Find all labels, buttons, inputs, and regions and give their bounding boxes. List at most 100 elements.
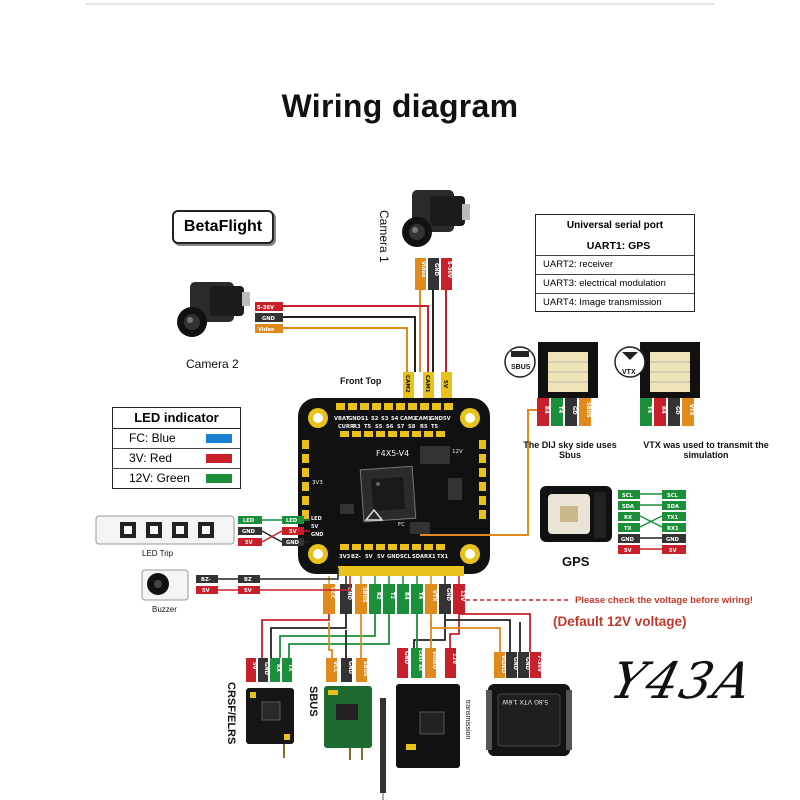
buzzer-pins: BZ- 5V BZ 5V <box>196 575 260 594</box>
svg-text:RX: RX <box>275 664 281 672</box>
svg-text:S5: S5 <box>375 424 383 430</box>
svg-text:RX: RX <box>624 515 632 521</box>
green-swatch <box>206 474 232 483</box>
camera-1-label: Camera 1 <box>377 210 391 263</box>
transmission-module <box>380 684 460 800</box>
vtx-caption: VTX was used to transmit the simulation <box>643 440 769 460</box>
svg-text:GND: GND <box>387 554 401 560</box>
svg-text:CAM2: CAM2 <box>400 416 417 422</box>
gps-pins: SCL SDA RX TX GND 5V SCL SDA TX1 RX1 GND… <box>618 490 686 554</box>
svg-text:R5: R5 <box>420 424 428 430</box>
svg-text:CAM2: CAM2 <box>404 375 410 393</box>
transmission-name: transmission <box>464 700 471 739</box>
gps-module-name: GPS <box>562 554 590 569</box>
svg-text:SBUS: SBUS <box>361 587 367 603</box>
svg-text:5V: 5V <box>311 524 318 530</box>
svg-text:GND: GND <box>346 587 352 601</box>
default-voltage: (Default 12V voltage) <box>553 614 687 629</box>
sbus-module <box>504 342 598 398</box>
svg-text:GND: GND <box>445 588 451 602</box>
svg-text:7-36V: 7-36V <box>536 655 542 672</box>
svg-text:5V: 5V <box>365 554 373 560</box>
svg-text:GND: GND <box>348 416 362 422</box>
svg-text:BZ-: BZ- <box>201 577 211 583</box>
transmission-pins: GND CRSF RX VIDEO 12V <box>397 648 457 678</box>
svg-text:GD: GD <box>571 406 577 415</box>
svg-text:5-36V: 5-36V <box>446 261 452 278</box>
board-left-labels: GND 5V LED <box>311 516 323 538</box>
svg-text:SCL: SCL <box>400 554 412 560</box>
led-row-label: 3V: Red <box>129 451 172 465</box>
svg-text:5V: 5V <box>244 588 252 594</box>
led-row-label: FC: Blue <box>129 431 176 445</box>
vtx-module-pins: T4 R4 GD VTX <box>640 398 694 426</box>
svg-text:BZ: BZ <box>244 577 252 583</box>
svg-text:SCL: SCL <box>622 493 634 499</box>
board-label-12v: 12V <box>452 449 463 455</box>
board-top-labels: VBAT GND S1 S2 S3 S4 CAM2 CAM1 GND 5V CU… <box>334 416 451 430</box>
vtx-module-name: VTX <box>622 369 636 376</box>
svg-text:GND: GND <box>286 540 300 546</box>
svg-text:S4: S4 <box>391 416 399 422</box>
svg-text:S3: S3 <box>381 416 389 422</box>
svg-text:GND: GND <box>347 661 353 675</box>
uart-row: UART3: electrical modulation <box>536 275 694 294</box>
svg-text:TX: TX <box>624 526 632 532</box>
svg-text:12V: 12V <box>459 590 465 601</box>
crsf-elrs-receiver <box>246 688 294 758</box>
svg-text:GND: GND <box>433 263 439 277</box>
crsf-elrs-name: CRSF/ELRS <box>225 682 237 744</box>
svg-text:S6: S6 <box>386 424 394 430</box>
svg-text:R4: R4 <box>403 592 409 600</box>
svg-text:12V: 12V <box>451 653 457 664</box>
uart-row: UART1: GPS <box>536 237 694 256</box>
board-bottom-pads: VCC GND SBUS R2 T2 R4 T4 VTX GND 12V <box>323 566 465 614</box>
svg-text:BZ-: BZ- <box>351 554 361 560</box>
sbus-module-pins: R4 T4 GD SBUS <box>537 398 591 426</box>
board-model: F4X5-V4 <box>376 449 409 458</box>
vtx58-name: 5.8G VTX 1.6W <box>502 698 548 705</box>
svg-text:SCL: SCL <box>667 493 679 499</box>
svg-text:GND: GND <box>524 657 530 671</box>
svg-text:T5: T5 <box>364 424 372 430</box>
sbus-receiver-name: SBUS <box>307 686 319 717</box>
svg-text:VTX: VTX <box>431 590 437 602</box>
svg-text:VBAT: VBAT <box>334 416 350 422</box>
svg-text:SBUS: SBUS <box>362 661 368 677</box>
svg-text:LED: LED <box>243 518 255 524</box>
svg-text:S8: S8 <box>408 424 416 430</box>
front-top-label: Front Top <box>340 376 382 386</box>
page-title: Wiring diagram <box>281 88 519 124</box>
svg-text:CAM1: CAM1 <box>424 375 430 393</box>
camera-1 <box>402 190 470 247</box>
blue-swatch <box>206 434 232 443</box>
svg-text:TX1: TX1 <box>437 554 449 560</box>
svg-text:LED: LED <box>286 518 298 524</box>
board-top-headers: CAM2 CAM1 5V <box>403 372 452 398</box>
svg-text:RX1: RX1 <box>667 526 679 532</box>
led-strip-name: LED Trip <box>142 549 174 558</box>
svg-text:GD: GD <box>674 406 680 415</box>
buzzer <box>141 569 189 601</box>
red-swatch <box>206 454 232 463</box>
svg-text:5V: 5V <box>669 548 677 554</box>
uart-row: UART2: receiver <box>536 256 694 275</box>
svg-text:5V: 5V <box>289 529 297 535</box>
svg-text:LED: LED <box>311 516 322 522</box>
svg-text:T4: T4 <box>417 592 423 600</box>
svg-text:TX1: TX1 <box>667 515 679 521</box>
svg-text:R4: R4 <box>543 406 549 414</box>
betaflight-badge: BetaFlight <box>172 210 274 244</box>
svg-text:5V: 5V <box>624 548 632 554</box>
svg-text:CAM1: CAM1 <box>415 416 432 422</box>
board-bottom-labels: 3V3 BZ- 5V 5V GND SCL SDA RX1 TX1 <box>339 554 449 560</box>
svg-text:GND: GND <box>621 537 635 543</box>
svg-text:5V: 5V <box>377 554 385 560</box>
svg-text:5-36V: 5-36V <box>257 305 274 311</box>
svg-text:5V: 5V <box>443 416 451 422</box>
svg-text:5V: 5V <box>202 588 210 594</box>
svg-text:CURR: CURR <box>338 424 354 430</box>
svg-text:R4: R4 <box>660 406 666 414</box>
svg-text:5V: 5V <box>245 540 253 546</box>
